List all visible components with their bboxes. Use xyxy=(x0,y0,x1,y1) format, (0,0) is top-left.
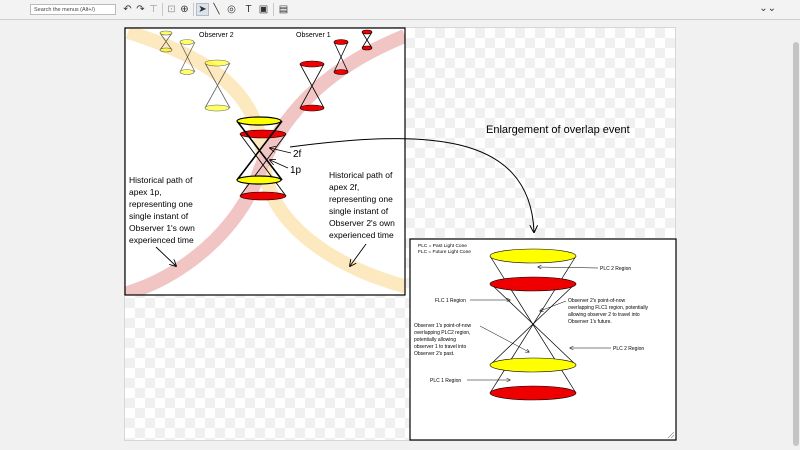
svg-text:apex 2f,: apex 2f, xyxy=(329,182,359,192)
scrollbar-thumb[interactable] xyxy=(793,42,799,446)
inset-diagram-background xyxy=(409,238,677,441)
textbox-icon[interactable]: T xyxy=(245,4,252,15)
toolbar-divider xyxy=(273,3,274,16)
svg-text:Observer 1's point-of-now: Observer 1's point-of-now xyxy=(414,323,471,329)
chevrons-up-icon[interactable]: ⌄⌄ xyxy=(759,3,776,14)
toolbar: Search the menus (Alt+/) ↶ ↷ ⊤ ⊡ ⊕ ➤ ╲ ◎… xyxy=(0,0,800,20)
toolbar-divider xyxy=(193,3,194,16)
note-left: Historical path of apex 1p, representing… xyxy=(129,175,195,245)
image-icon[interactable]: ▣ xyxy=(258,4,269,15)
flc1-region-label: FLC 1 Region xyxy=(435,298,466,304)
toolbar-divider xyxy=(162,3,163,16)
flc1-overlap-note: Observer 2's point-of-now overlapping FL… xyxy=(568,298,649,325)
plc2-top-ellipse xyxy=(489,248,577,264)
shape-icon[interactable]: ◎ xyxy=(227,4,236,15)
select-icon[interactable]: ➤ xyxy=(196,3,209,16)
inset-diagram[interactable]: PLC = Past Light Cone FLC = Future Light… xyxy=(409,238,677,441)
vertical-scrollbar[interactable] xyxy=(791,20,800,450)
cone-small xyxy=(179,39,196,75)
svg-text:allowing observer 2 to travel: allowing observer 2 to travel into xyxy=(568,312,640,318)
svg-text:Observer 2's own: Observer 2's own xyxy=(329,218,395,228)
svg-text:single instant of: single instant of xyxy=(329,206,389,216)
svg-text:Historical path of: Historical path of xyxy=(129,175,193,185)
zoom-icon[interactable]: ⊕ xyxy=(180,4,189,15)
svg-text:overlapping FLC1 region, poten: overlapping FLC1 region, potentially xyxy=(568,305,649,311)
svg-text:experienced time: experienced time xyxy=(329,230,394,240)
undo-icon[interactable]: ↶ xyxy=(123,4,132,15)
paint-format-icon[interactable]: ⊤ xyxy=(149,4,158,15)
svg-text:single instant of: single instant of xyxy=(129,211,189,221)
svg-text:experienced time: experienced time xyxy=(129,235,194,245)
label-2f: 2f xyxy=(293,149,302,160)
cone-medium xyxy=(204,59,231,112)
cone-small xyxy=(361,29,373,51)
cone-medium xyxy=(299,60,325,112)
cone-small xyxy=(333,39,349,75)
resize-handle-icon[interactable] xyxy=(667,431,675,439)
redo-icon[interactable]: ↷ xyxy=(136,4,145,15)
plc2-region-label-right: PLC 2 Region xyxy=(613,346,644,352)
plc2-bottom-ellipse xyxy=(489,357,577,373)
arrow-2f xyxy=(270,148,292,154)
line-icon[interactable]: ╲ xyxy=(213,4,220,15)
cone-small xyxy=(159,30,173,53)
main-diagram[interactable]: Observer 2 Observer 1 2f 1p Historical p… xyxy=(120,27,420,296)
svg-text:Observer 1's own: Observer 1's own xyxy=(129,223,195,233)
enlargement-arrow[interactable] xyxy=(289,138,534,232)
svg-text:representing one: representing one xyxy=(129,199,193,209)
observer2-cones xyxy=(159,30,231,112)
svg-text:observer 1 to travel into: observer 1 to travel into xyxy=(414,344,466,350)
overlap-event-cones xyxy=(236,116,287,201)
crop-icon[interactable]: ⊡ xyxy=(167,4,176,15)
svg-text:Observer 2's point-of-now: Observer 2's point-of-now xyxy=(568,298,625,304)
arrow-left-path xyxy=(155,246,176,266)
note-right: Historical path of apex 2f, representing… xyxy=(329,170,395,240)
plc2-overlap-note: Observer 1's point-of-now overlapping PL… xyxy=(414,323,471,357)
label-1p: 1p xyxy=(290,165,302,176)
svg-text:representing one: representing one xyxy=(329,194,393,204)
comment-icon[interactable]: ▤ xyxy=(278,4,289,15)
legend-flc: FLC = Future Light Cone xyxy=(418,249,471,255)
main-diagram-border xyxy=(124,27,406,296)
arrow-right-path xyxy=(350,243,367,266)
enlargement-title[interactable]: Enlargement of overlap event xyxy=(486,124,630,136)
svg-text:Observer 2's past.: Observer 2's past. xyxy=(414,351,454,357)
svg-text:Historical path of: Historical path of xyxy=(329,170,393,180)
svg-text:overlapping PLC2 region,: overlapping PLC2 region, xyxy=(414,330,470,336)
observer1-label: Observer 1 xyxy=(296,32,331,39)
plc1-region-label: PLC 1 Region xyxy=(430,378,461,384)
svg-text:potentially allowing: potentially allowing xyxy=(414,337,456,343)
search-menus-input[interactable]: Search the menus (Alt+/) xyxy=(30,4,116,15)
arrow-1p xyxy=(270,160,289,169)
flc1-ellipse xyxy=(489,276,577,292)
svg-text:apex 1p,: apex 1p, xyxy=(129,187,162,197)
plc1-ellipse xyxy=(489,385,577,401)
observer1-cones xyxy=(299,29,373,112)
observer2-label: Observer 2 xyxy=(199,32,234,39)
legend-plc: PLC = Past Light Cone xyxy=(418,243,467,249)
plc2-region-label-top: PLC 2 Region xyxy=(600,266,631,272)
svg-text:Observer 1's future.: Observer 1's future. xyxy=(568,319,612,325)
